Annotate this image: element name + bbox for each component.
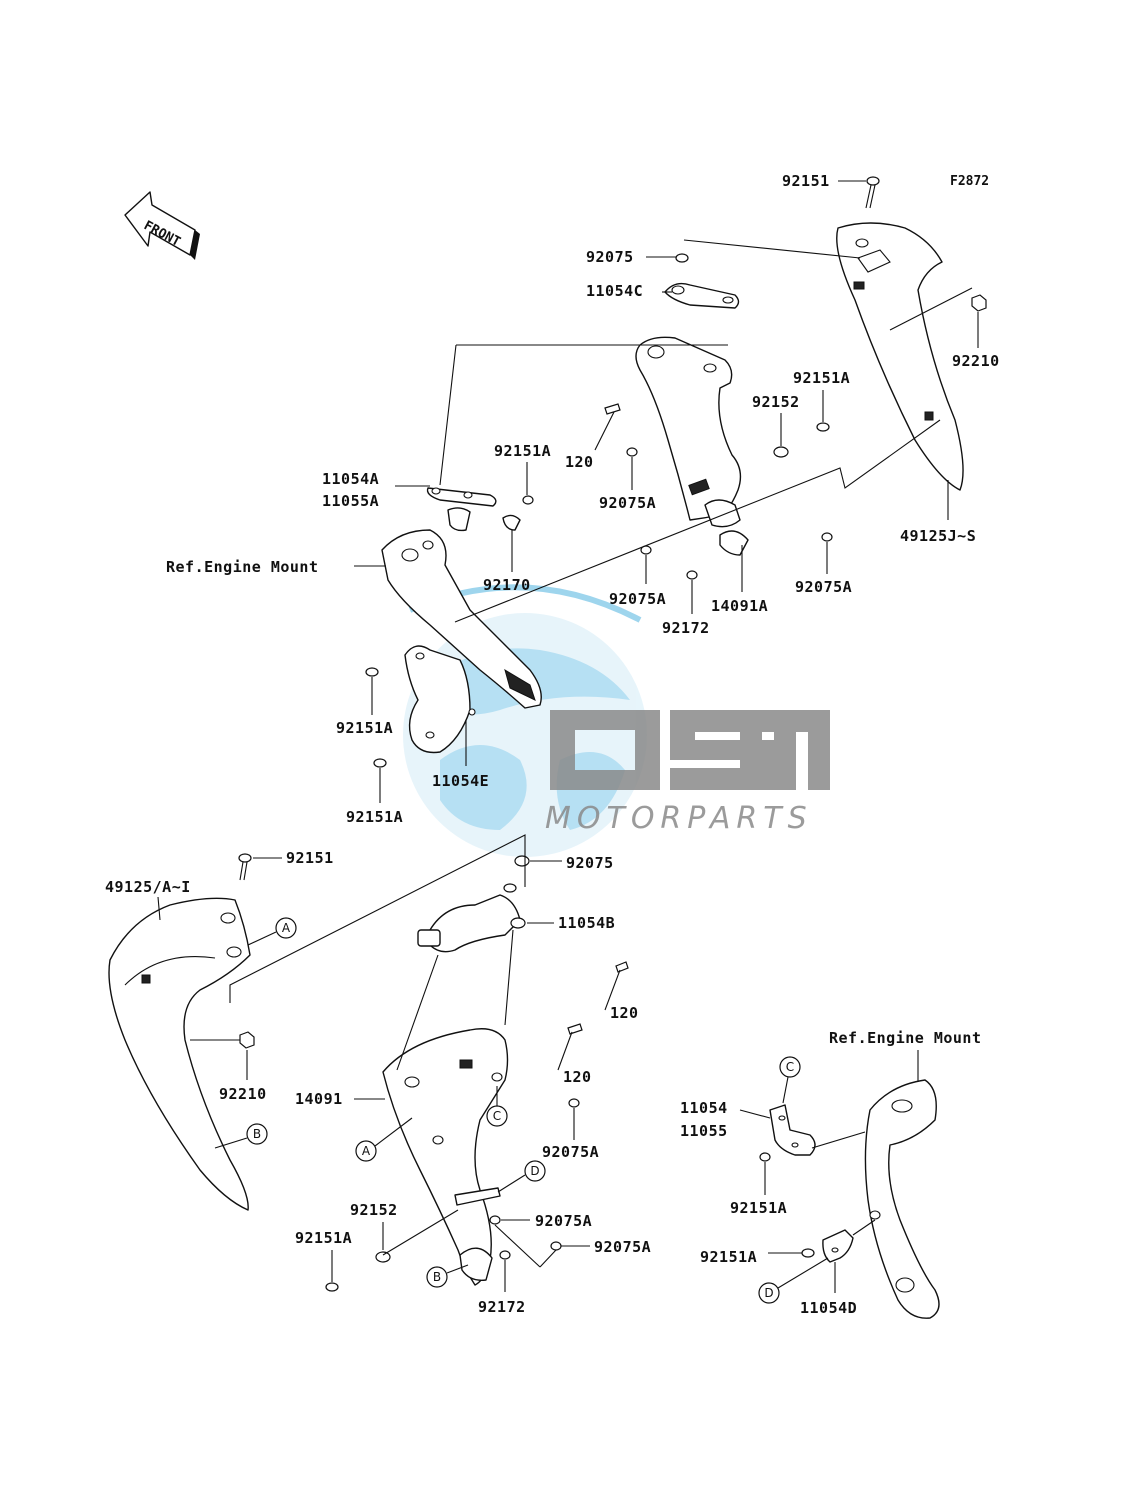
label-92151a-l3[interactable]: 92151A — [730, 1199, 787, 1217]
label-92075-top[interactable]: 92075 — [586, 248, 634, 266]
svg-text:C: C — [786, 1060, 794, 1074]
label-92075a-l1[interactable]: 92075A — [542, 1143, 599, 1161]
bracket-11054d[interactable] — [801, 1219, 876, 1263]
label-11054a[interactable]: 11054A — [322, 470, 379, 488]
svg-text:A: A — [362, 1144, 371, 1158]
label-ref-engine-mount-lower[interactable]: Ref.Engine Mount — [829, 1029, 982, 1047]
bracket-14091[interactable] — [382, 1028, 509, 1286]
leader-lower-bracket — [190, 929, 514, 1071]
label-92075a-u2[interactable]: 92075A — [609, 590, 666, 608]
bracket-14091a[interactable] — [635, 336, 749, 556]
bracket-11054e[interactable] — [365, 645, 476, 768]
screw-92075a-l1[interactable] — [568, 1098, 580, 1108]
label-92075a-u3[interactable]: 92075A — [795, 578, 852, 596]
label-11054e[interactable]: 11054E — [432, 772, 489, 790]
label-92151a-l1[interactable]: 92151A — [336, 719, 393, 737]
callout-d-1: D — [497, 1160, 546, 1193]
callout-c-2: C — [779, 1056, 801, 1104]
label-14091[interactable]: 14091 — [295, 1090, 343, 1108]
callout-a-2: A — [355, 1117, 413, 1162]
label-ref-engine-mount-upper[interactable]: Ref.Engine Mount — [166, 558, 319, 576]
label-11055a[interactable]: 11055A — [322, 492, 379, 510]
label-92152-lower[interactable]: 92152 — [350, 1201, 398, 1219]
label-11054b[interactable]: 11054B — [558, 914, 615, 932]
label-92151a-l2[interactable]: 92151A — [346, 808, 403, 826]
label-11054d[interactable]: 11054D — [800, 1299, 857, 1317]
leader-upper-cowl — [683, 239, 973, 331]
label-92170[interactable]: 92170 — [483, 576, 531, 594]
svg-text:B: B — [433, 1270, 441, 1284]
screw-92075a-l2[interactable] — [489, 1215, 501, 1225]
screw-92075a-u3[interactable] — [821, 532, 833, 542]
label-92151a-l5[interactable]: 92151A — [700, 1248, 757, 1266]
washer-92152-upper[interactable] — [773, 446, 789, 458]
bolt-120-a[interactable] — [604, 961, 629, 1011]
label-49125js[interactable]: 49125J~S — [900, 527, 976, 545]
leader-upper-diagonal — [454, 419, 941, 623]
cowl-panel-left[interactable] — [108, 897, 251, 1211]
bolt-92151a-r1[interactable] — [816, 422, 830, 432]
label-92075a-l3[interactable]: 92075A — [594, 1238, 651, 1256]
part-labels: 92151 92075 11054C 92210 92151A 92152 12… — [105, 172, 1000, 1317]
bracket-11054b[interactable] — [417, 855, 530, 953]
label-11054[interactable]: 11054 — [680, 1099, 728, 1117]
label-92151-lower[interactable]: 92151 — [286, 849, 334, 867]
bracket-11054c[interactable] — [664, 253, 740, 309]
label-92172-lower[interactable]: 92172 — [478, 1298, 526, 1316]
label-92210-left[interactable]: 92210 — [219, 1085, 267, 1103]
label-92151a-l4[interactable]: 92151A — [295, 1229, 352, 1247]
callout-a-1: A — [247, 917, 297, 946]
callout-d-2: D — [758, 1257, 829, 1304]
callout-b-2: B — [426, 1264, 469, 1288]
label-92151-top[interactable]: 92151 — [782, 172, 830, 190]
label-11055[interactable]: 11055 — [680, 1122, 728, 1140]
label-92075a-u1[interactable]: 92075A — [599, 494, 656, 512]
label-92075-lower[interactable]: 92075 — [566, 854, 614, 872]
label-92075a-l2[interactable]: 92075A — [535, 1212, 592, 1230]
label-49125ai[interactable]: 49125/A~I — [105, 878, 191, 896]
screw-92172-lower[interactable] — [499, 1250, 511, 1260]
callout-c-1: C — [486, 1086, 508, 1127]
label-120-b[interactable]: 120 — [563, 1068, 592, 1086]
leader-upper-bracket — [439, 344, 728, 486]
leader-lower-screws — [382, 1209, 557, 1268]
figure-code: F2872 — [950, 174, 989, 189]
bolt-120-upper[interactable] — [604, 403, 621, 415]
label-11054c[interactable]: 11054C — [586, 282, 643, 300]
screw-92075a-l3[interactable] — [550, 1241, 562, 1251]
leader-lower-diagonal — [229, 834, 526, 1003]
callout-b-1: B — [214, 1123, 268, 1149]
screw-92172-upper[interactable] — [686, 570, 698, 580]
nut-92210-right[interactable] — [971, 294, 987, 312]
svg-text:D: D — [764, 1286, 773, 1300]
label-120-upper[interactable]: 120 — [565, 453, 594, 471]
label-92210-right[interactable]: 92210 — [952, 352, 1000, 370]
label-92152-upper[interactable]: 92152 — [752, 393, 800, 411]
watermark-logo — [550, 710, 830, 790]
bracket-11054a[interactable] — [426, 487, 534, 532]
bolt-92151-top[interactable] — [865, 176, 880, 209]
label-92151a-u2[interactable]: 92151A — [494, 442, 551, 460]
label-92172-upper[interactable]: 92172 — [662, 619, 710, 637]
bracket-11054[interactable] — [759, 1104, 866, 1162]
svg-text:A: A — [282, 921, 291, 935]
svg-text:C: C — [493, 1109, 501, 1123]
nut-92210-left[interactable] — [239, 1031, 255, 1049]
bolt-92151-lower[interactable] — [238, 853, 252, 881]
front-arrow-icon: FRONT — [124, 191, 200, 260]
label-120-a[interactable]: 120 — [610, 1004, 639, 1022]
bolt-92151a-l4[interactable] — [325, 1282, 339, 1292]
svg-text:D: D — [530, 1164, 539, 1178]
engine-mount-ref-lower — [864, 1079, 940, 1319]
watermark-sub-text: MOTORPARTS — [545, 801, 813, 836]
washer-92152-lower[interactable] — [375, 1251, 391, 1263]
svg-text:B: B — [253, 1127, 261, 1141]
bolt-120-b[interactable] — [557, 1023, 583, 1071]
label-14091a[interactable]: 14091A — [711, 597, 768, 615]
screw-92075a-u1[interactable] — [626, 447, 638, 457]
cowl-panel-right[interactable] — [836, 222, 964, 491]
label-92151a-r1[interactable]: 92151A — [793, 369, 850, 387]
